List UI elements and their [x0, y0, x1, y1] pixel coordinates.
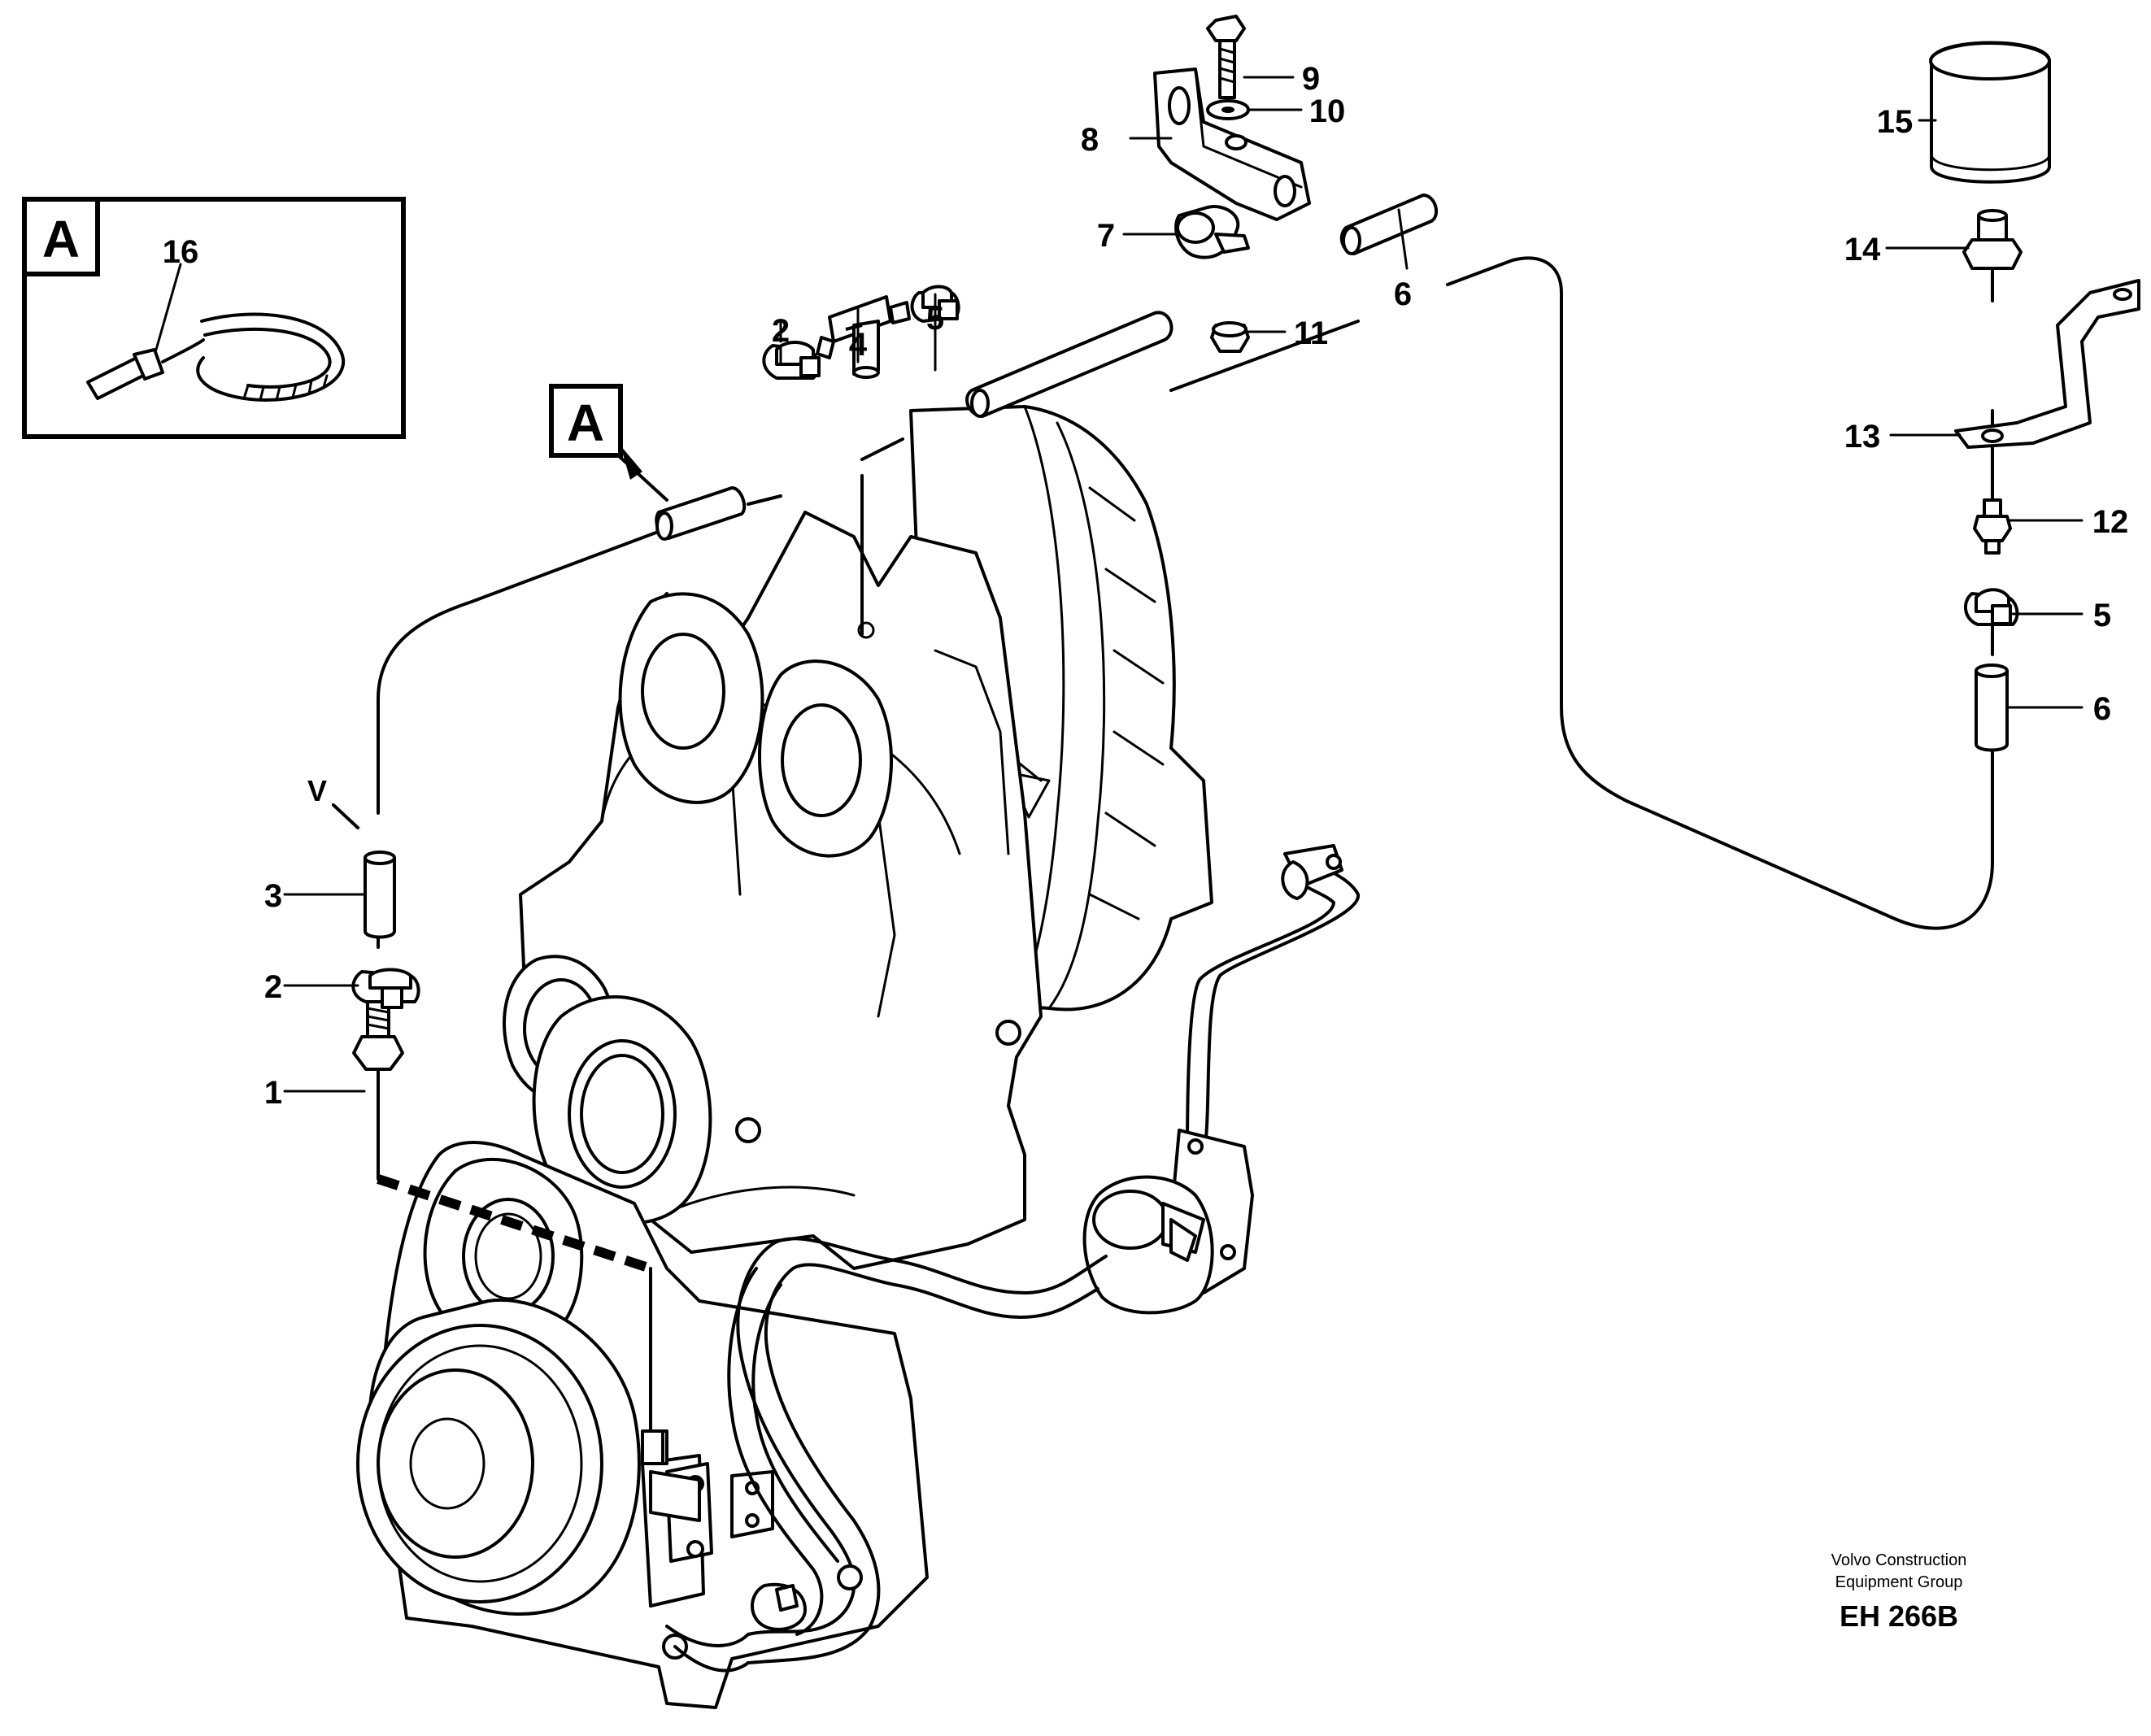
callout-15: 15	[1877, 104, 1914, 140]
view-arrow-v: V	[307, 774, 362, 829]
part-15-breather-filter	[1929, 41, 2051, 184]
view-marker-label: V	[307, 774, 327, 807]
part-9-bolt	[1206, 15, 1246, 99]
callout-numbers: 1 2 3 2 4 5 8 7 9 10 11 6 15 14 13 12 5 …	[264, 61, 2128, 1111]
part-5-clamp-right	[1964, 588, 2019, 626]
callout-2-lower: 2	[264, 969, 282, 1005]
part-7-pipe-clamp	[1174, 205, 1250, 259]
part-1-adapter	[352, 999, 404, 1071]
callout-3: 3	[264, 878, 282, 914]
callout-2-upper: 2	[772, 313, 790, 349]
leader-lines	[283, 76, 2084, 1093]
oil-pipe-assembly	[649, 844, 1360, 1673]
part-3-hose	[364, 851, 396, 939]
callout-box-label: A	[567, 394, 604, 452]
part-11-nut	[1210, 321, 1250, 353]
callout-13: 13	[1844, 419, 1881, 455]
part-6-hose-middle	[965, 311, 1173, 418]
part-12-fitting	[1973, 498, 2012, 555]
transmission-housing	[356, 405, 1213, 1709]
callout-1: 1	[264, 1075, 282, 1111]
drawing-credit: Volvo Construction Equipment Group EH 26…	[1831, 1551, 1967, 1633]
drawing-code: EH 266B	[1840, 1599, 1958, 1633]
callout-16: 16	[163, 234, 199, 270]
callout-10: 10	[1309, 94, 1346, 129]
part-6-hose-right	[1975, 664, 2009, 752]
inset-detail-a: A 16	[22, 197, 406, 439]
part-6-hose-upper	[1339, 194, 1439, 255]
part-10-washer	[1206, 99, 1250, 120]
callout-12: 12	[2092, 504, 2129, 540]
callout-5-upper: 5	[926, 301, 944, 337]
inset-label: A	[42, 210, 80, 268]
hose-segment-a	[655, 486, 747, 541]
cable-tie-icon	[86, 312, 346, 402]
callout-6-upper: 6	[1394, 276, 1412, 312]
callout-6-right: 6	[2093, 691, 2111, 727]
callout-4: 4	[849, 327, 868, 363]
part-14-adapter	[1962, 209, 2023, 270]
credit-line-2: Equipment Group	[1835, 1573, 1963, 1591]
callout-8: 8	[1081, 122, 1099, 158]
part-8-bracket	[1153, 67, 1311, 221]
part-2-clamp-lower	[351, 968, 420, 1009]
breather-hose-route	[377, 256, 1994, 1465]
callout-14: 14	[1844, 232, 1881, 268]
part-13-bracket	[1954, 279, 2140, 449]
part-4-tee	[816, 295, 911, 379]
credit-line-1: Volvo Construction	[1831, 1551, 1967, 1569]
part-2-clamp-upper	[762, 341, 821, 380]
callout-9: 9	[1302, 61, 1320, 97]
callout-5-right: 5	[2093, 598, 2111, 633]
callout-7: 7	[1097, 218, 1115, 254]
callout-box-a: A	[549, 384, 668, 502]
callout-11: 11	[1294, 315, 1328, 351]
